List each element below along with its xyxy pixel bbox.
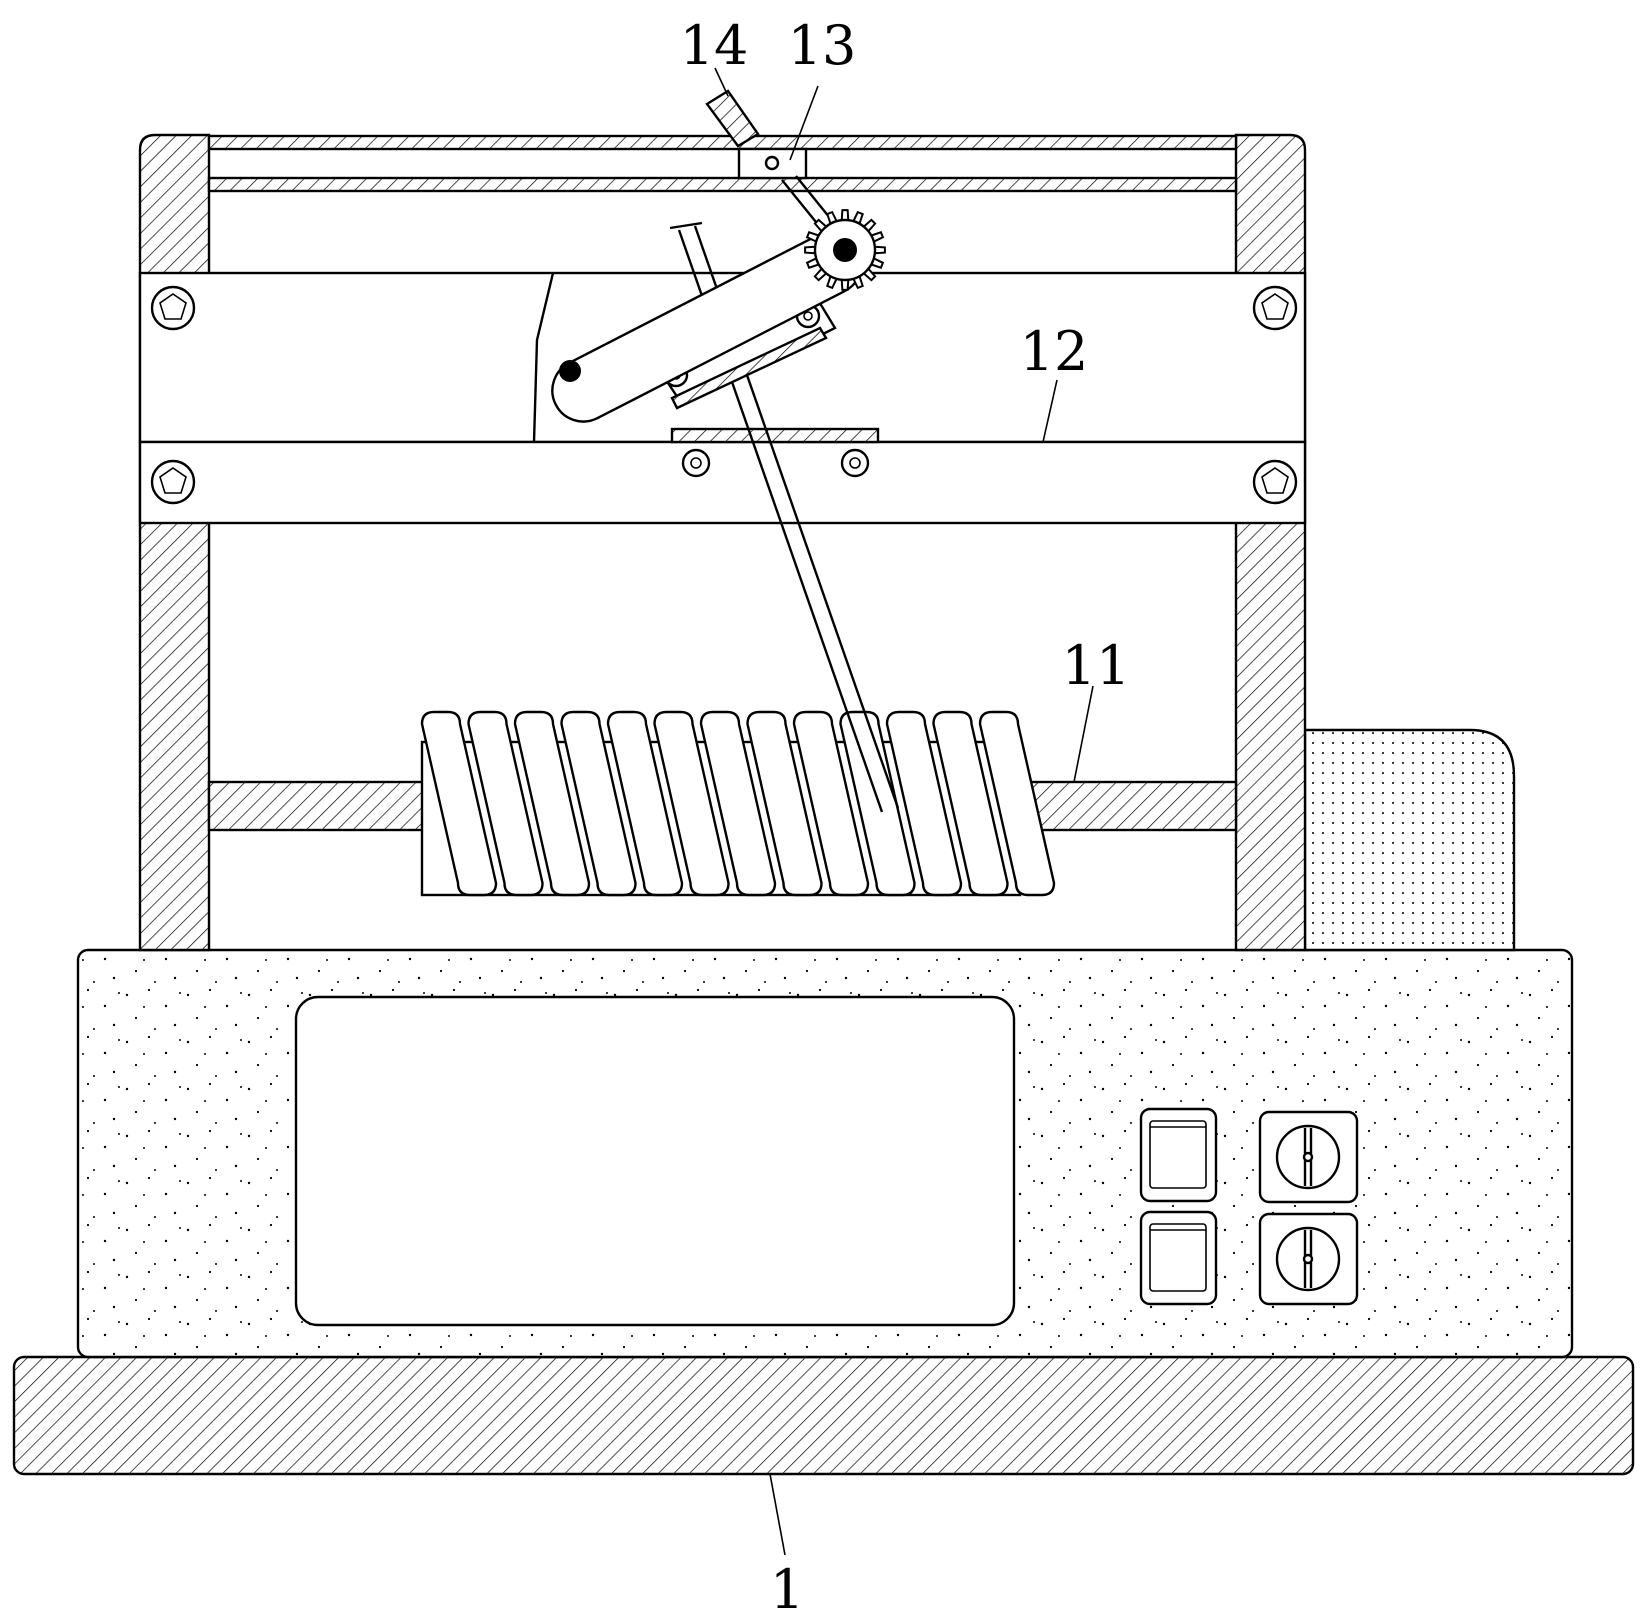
- thread-crest: [792, 710, 870, 897]
- screw-thread: [420, 710, 1056, 897]
- clamp-plate: [670, 427, 880, 444]
- thread-crest: [653, 710, 730, 897]
- callout-14: 14: [680, 14, 749, 77]
- motor-box: [1303, 728, 1516, 952]
- crossbar-bolts: [150, 285, 1298, 505]
- control-buttons: [1139, 1107, 1218, 1306]
- base-plate: [12, 1355, 1635, 1476]
- gear-tooth: [873, 245, 886, 255]
- callout-1: 1: [770, 1558, 804, 1621]
- top-rail: [207, 134, 1238, 151]
- bolt-icon: [681, 448, 711, 478]
- thread-crest: [606, 710, 684, 897]
- thread-crest: [467, 710, 544, 897]
- display-window: [294, 995, 1016, 1327]
- bolt-icon: [150, 285, 196, 331]
- button-icon: [1139, 1107, 1218, 1203]
- left-column: [138, 133, 211, 952]
- lower-crossbar: [138, 440, 1307, 525]
- thread-crest: [513, 710, 591, 897]
- button-icon: [1139, 1210, 1218, 1306]
- gear-icon: [804, 209, 886, 291]
- gear-tooth: [840, 278, 850, 291]
- thread-crest: [932, 710, 1009, 897]
- slider-block: [737, 147, 808, 180]
- thread-crest: [746, 710, 823, 897]
- thread-crest: [978, 710, 1056, 897]
- scraper-blade: [705, 89, 760, 148]
- callout-12: 12: [1020, 320, 1089, 383]
- top-rail-lower: [207, 176, 1238, 193]
- bolt-icon: [1252, 285, 1298, 331]
- callout-13: 13: [788, 14, 857, 77]
- thread-crest: [699, 710, 777, 897]
- control-knobs: [1258, 1110, 1359, 1306]
- swing-arm: [551, 231, 863, 423]
- thread-crest: [420, 710, 498, 897]
- bolt-icon: [840, 448, 870, 478]
- gear-tooth: [804, 245, 817, 255]
- right-column: [1234, 133, 1307, 952]
- thread-crest: [885, 710, 963, 897]
- pivot-pin: [559, 360, 581, 382]
- callout-leaders: [714, 67, 1094, 1556]
- bolt-icon: [150, 459, 196, 505]
- gear-tooth: [840, 209, 850, 222]
- bolt-icon: [1252, 459, 1298, 505]
- thread-crest: [560, 710, 637, 897]
- callout-11: 11: [1062, 634, 1131, 697]
